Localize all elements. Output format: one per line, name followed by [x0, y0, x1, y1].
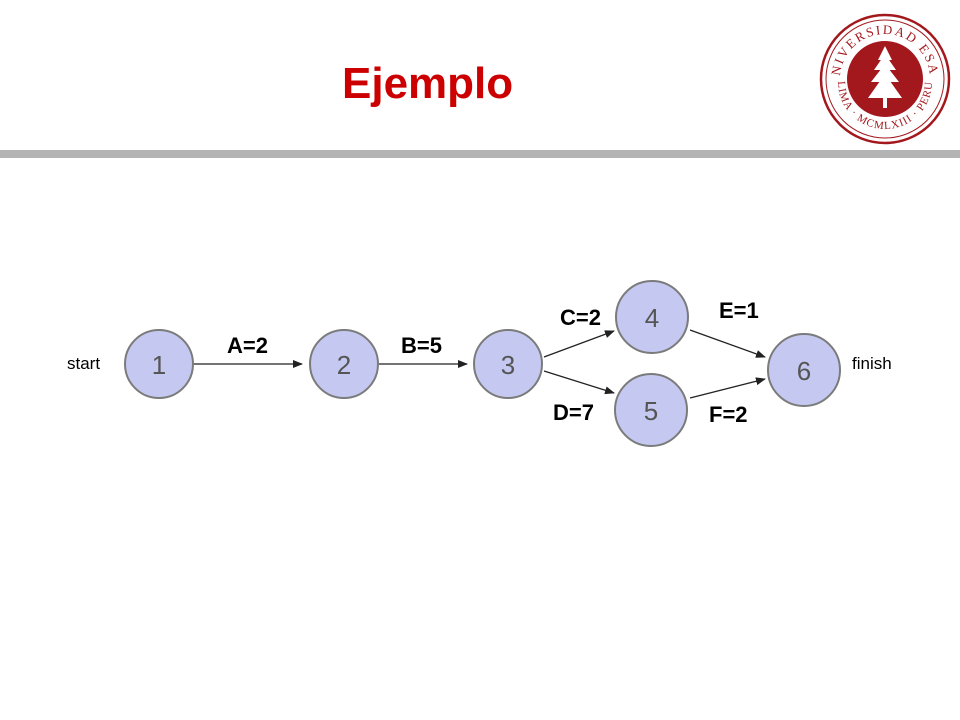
edge-label-f: F=2 — [709, 402, 748, 427]
node-2-label: 2 — [337, 350, 351, 380]
node-5-label: 5 — [644, 396, 658, 426]
edge-label-c: C=2 — [560, 305, 601, 330]
start-label: start — [67, 354, 100, 373]
slide-title: Ejemplo — [342, 59, 514, 108]
edge-4-6 — [689, 329, 766, 358]
node-4-label: 4 — [645, 303, 659, 333]
tree-icon — [868, 46, 902, 108]
node-2: 2 — [309, 329, 379, 399]
edge-label-e: E=1 — [719, 298, 759, 323]
node-3: 3 — [473, 329, 543, 399]
node-5: 5 — [614, 373, 688, 447]
finish-label: finish — [852, 354, 892, 373]
edge-3-4 — [543, 330, 615, 358]
node-4: 4 — [615, 280, 689, 354]
edge-label-a: A=2 — [227, 333, 268, 358]
node-1-label: 1 — [152, 350, 166, 380]
universidad-esan-seal-icon: UNIVERSIDAD ESAN LIMA · MCMLXIII · PERU — [818, 12, 951, 145]
edge-label-b: B=5 — [401, 333, 442, 358]
title-divider — [0, 150, 960, 158]
edge-3-5 — [543, 370, 615, 395]
node-6-label: 6 — [797, 356, 811, 386]
node-1: 1 — [124, 329, 194, 399]
edge-5-6 — [689, 377, 766, 399]
node-6: 6 — [767, 333, 841, 407]
edge-label-d: D=7 — [553, 400, 594, 425]
node-3-label: 3 — [501, 350, 515, 380]
